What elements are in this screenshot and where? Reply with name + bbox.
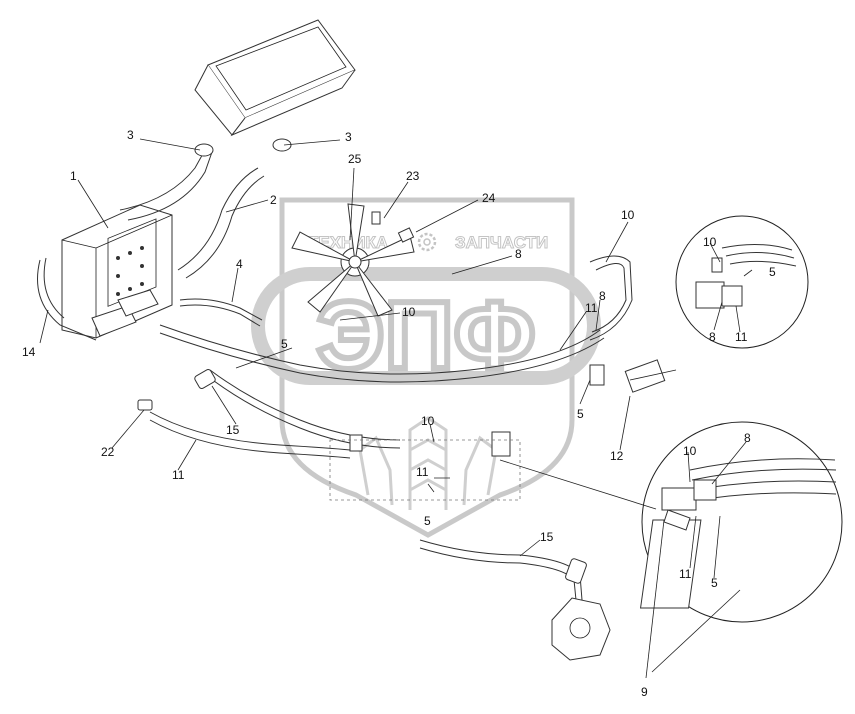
callout-10-bottom-detail: 10 <box>683 444 697 458</box>
callout-10-center: 10 <box>402 305 416 319</box>
oil-cooler-radiator <box>194 19 356 137</box>
callout-5-top-detail: 5 <box>769 265 776 279</box>
watermark-brand-top-right: ЗАПЧАСТИ <box>455 233 548 252</box>
callout-5-right: 5 <box>577 407 584 421</box>
detail-view-top <box>675 215 809 349</box>
cooling-fan <box>291 203 415 317</box>
callout-12: 12 <box>610 449 624 463</box>
callout-9: 9 <box>641 685 648 699</box>
callout-3-right: 3 <box>345 130 352 144</box>
callout-15-bottom: 15 <box>540 530 554 544</box>
callout-1: 1 <box>70 169 77 183</box>
callout-8-right: 8 <box>599 289 606 303</box>
callout-8-top-detail: 8 <box>709 330 716 344</box>
callout-3-left: 3 <box>127 128 134 142</box>
callout-2: 2 <box>270 193 277 207</box>
callout-5-bottom-center: 5 <box>424 514 431 528</box>
detail-view-bottom <box>639 421 843 623</box>
callout-11-bottom-detail: 11 <box>679 567 692 581</box>
callout-10-bottom-center: 10 <box>421 414 435 428</box>
callout-10-top-detail: 10 <box>703 235 717 249</box>
callout-11-left: 11 <box>172 468 185 482</box>
callout-24: 24 <box>482 191 496 205</box>
hydraulic-tank <box>37 204 173 341</box>
gear-icon <box>417 232 437 252</box>
callout-11-top-detail: 11 <box>735 330 748 344</box>
callout-10-right: 10 <box>621 208 635 222</box>
callout-23: 23 <box>406 169 420 183</box>
hydraulic-pump <box>551 558 611 661</box>
hydraulic-distributor <box>329 431 521 501</box>
watermark-pill <box>251 267 601 385</box>
callout-25: 25 <box>348 152 362 166</box>
callouts: 1 2 3 3 4 5 5 5 5 5 8 8 8 8 9 10 10 10 1… <box>22 128 776 699</box>
fittings <box>137 211 415 411</box>
callout-15-left: 15 <box>226 423 240 437</box>
return-hoses <box>119 138 292 279</box>
watermark-shield <box>279 197 575 538</box>
leader-lines <box>39 138 753 679</box>
callout-8-center: 8 <box>515 247 522 261</box>
callout-5-bottom-detail: 5 <box>711 576 718 590</box>
callout-22: 22 <box>101 445 115 459</box>
callout-4: 4 <box>236 257 243 271</box>
watermark-wheat <box>358 416 498 510</box>
callout-11-right: 11 <box>585 301 598 315</box>
callout-14: 14 <box>22 345 36 359</box>
valve-block <box>589 359 666 393</box>
callout-5-center: 5 <box>281 337 288 351</box>
callout-8-bottom-detail: 8 <box>744 431 751 445</box>
callout-11-bottom-center: 11 <box>416 465 429 479</box>
